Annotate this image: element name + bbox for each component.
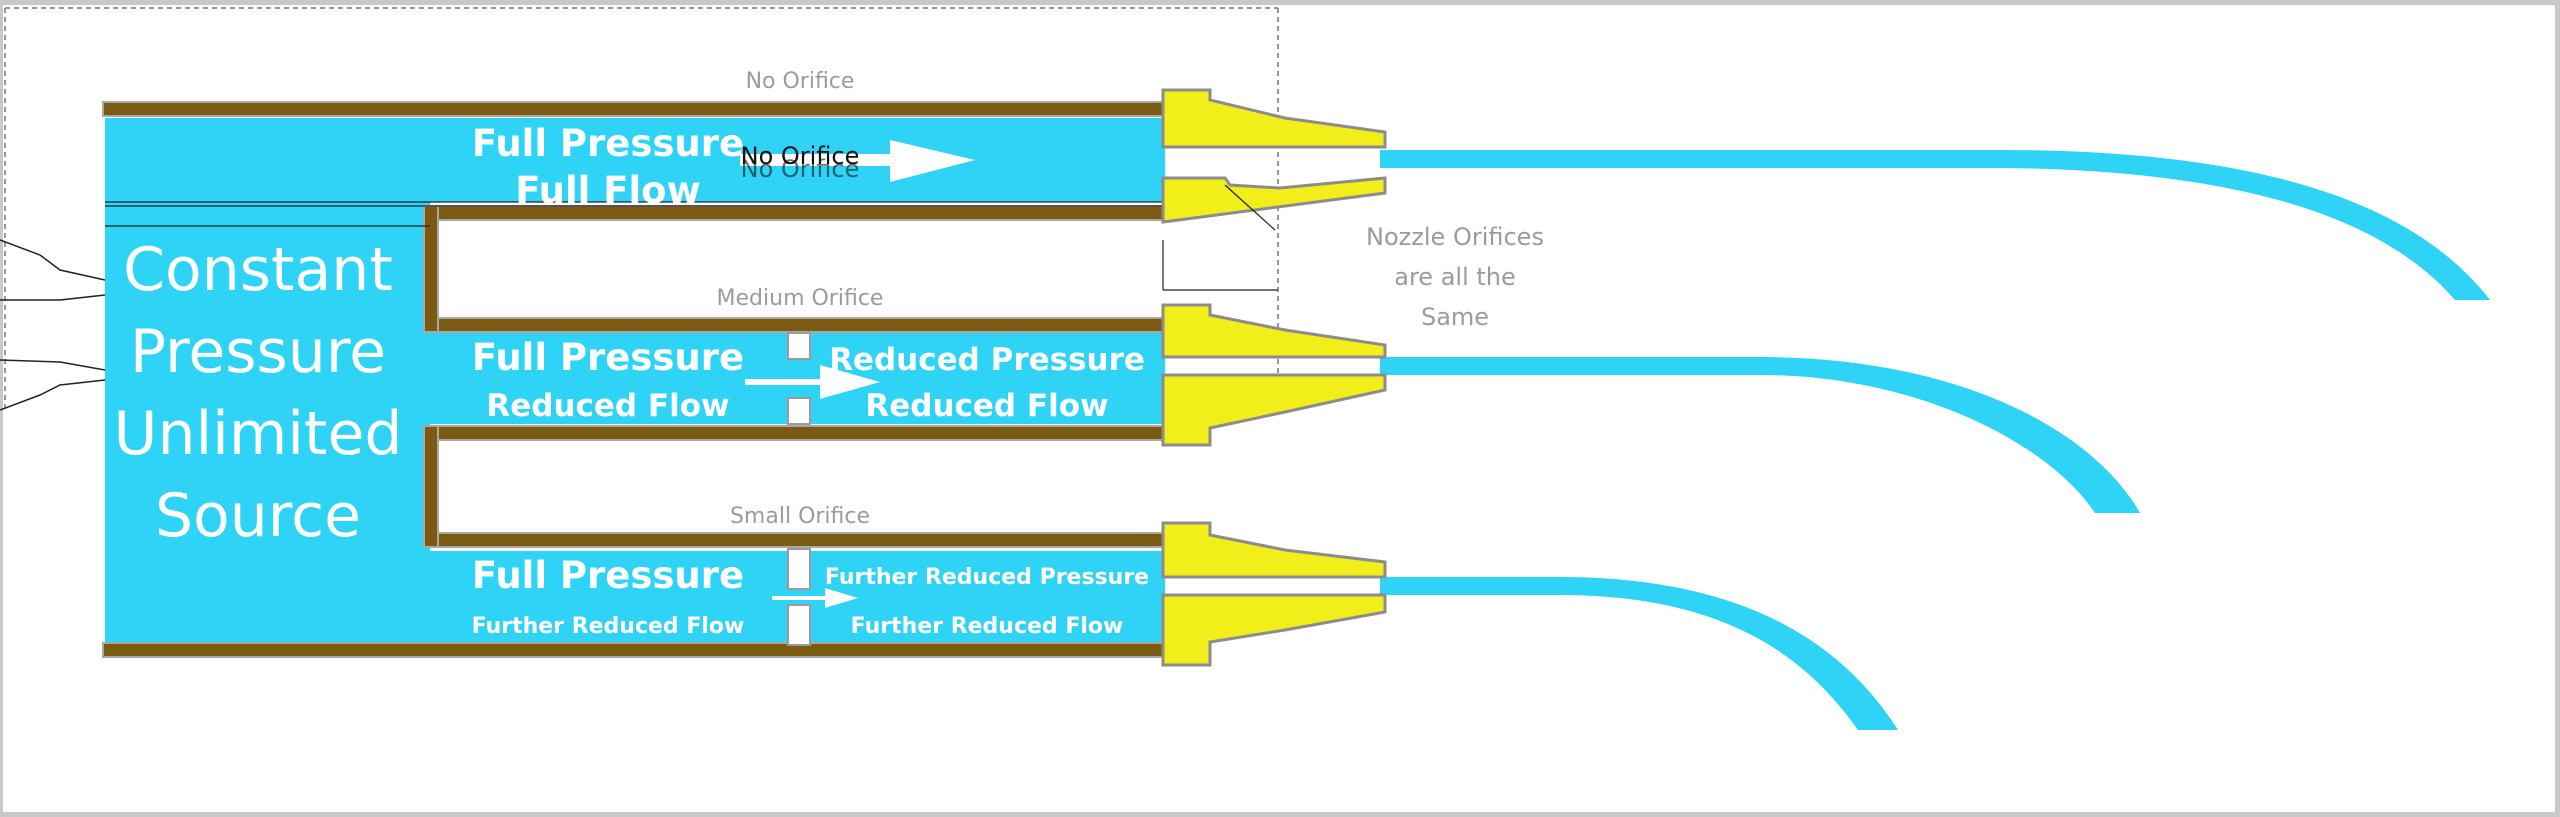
flow-arrow-bottom	[772, 588, 858, 608]
bottom-right-label-2: Further Reduced Flow	[851, 614, 1124, 639]
mid-pipe-upper-wall	[424, 317, 1166, 333]
pipe-walls	[102, 101, 1166, 658]
source-line-1: Constant	[123, 235, 393, 305]
medium-orifice-plate-upper	[787, 332, 811, 360]
mid-pipe-lower-wall	[424, 425, 1166, 441]
bottom-left-label-1: Full Pressure	[472, 554, 744, 597]
middle-orifice-label: Medium Orifice	[717, 286, 884, 311]
stream-bottom	[1380, 577, 1898, 730]
orifice-plates	[787, 332, 811, 646]
top-orifice-label: No Orifice	[746, 69, 855, 94]
nozzle-callout-lines	[1162, 184, 1278, 291]
nozzle-bot-lower	[1161, 593, 1387, 667]
nozzle-top-upper	[1161, 88, 1387, 149]
middle-right-label-2: Reduced Flow	[865, 388, 1108, 424]
source-line-2: Pressure	[130, 317, 386, 387]
top-left-label-2: Full Flow	[515, 169, 701, 212]
top-overlay-label-1: No Orifice	[741, 142, 860, 170]
flow-arrow-middle	[745, 365, 880, 399]
bot-pipe-lower-wall	[102, 642, 1166, 658]
bot-pipe-upper-wall	[424, 532, 1166, 548]
vertical-wall-lower	[423, 425, 439, 548]
pipe-outline-lines	[105, 201, 1165, 227]
bottom-right-label-1: Further Reduced Pressure	[825, 565, 1149, 590]
nozzle-bot-upper	[1161, 521, 1387, 579]
small-orifice-plate-upper	[787, 548, 811, 590]
bottom-pipe-labels: Small Orifice Full Pressure Further Redu…	[472, 504, 1149, 639]
middle-right-label-1: Reduced Pressure	[829, 342, 1145, 378]
flow-arrows	[740, 140, 975, 608]
stream-top	[1380, 150, 2490, 300]
nozzle-mid-upper	[1161, 303, 1387, 359]
water-streams	[1380, 150, 2490, 730]
bottom-orifice-label: Small Orifice	[730, 504, 870, 529]
source-line-4: Source	[155, 481, 361, 551]
source-label: Constant Pressure Unlimited Source	[114, 235, 403, 551]
middle-pipe-labels: Medium Orifice Full Pressure Reduced Flo…	[472, 286, 1145, 424]
top-pipe-labels: No Orifice Full Pressure Full Flow No Or…	[472, 69, 860, 212]
vertical-wall-upper	[423, 205, 439, 333]
top-pipe-upper-wall	[102, 101, 1166, 117]
stream-middle	[1380, 357, 2140, 513]
nozzle-top-lower	[1161, 176, 1387, 224]
top-overlay-label-2: No Orifice	[741, 155, 860, 183]
middle-left-label-2: Reduced Flow	[486, 388, 729, 424]
small-orifice-plate-lower	[787, 604, 811, 646]
bottom-left-label-2: Further Reduced Flow	[472, 614, 745, 639]
nozzle-note: Nozzle Orifices are all the Same	[1366, 223, 1544, 331]
nozzle-mid-lower	[1161, 373, 1387, 447]
middle-left-label-1: Full Pressure	[472, 336, 744, 379]
nozzles	[1161, 88, 1387, 667]
source-line-3: Unlimited	[114, 399, 403, 469]
left-edge-marks	[0, 239, 106, 411]
medium-orifice-plate-lower	[787, 397, 811, 425]
nozzle-note-line-3: Same	[1421, 303, 1489, 331]
nozzle-note-line-2: are all the	[1394, 263, 1516, 291]
top-left-label-1: Full Pressure	[472, 122, 744, 165]
flow-arrow-top	[740, 140, 975, 182]
nozzle-note-line-1: Nozzle Orifices	[1366, 223, 1544, 251]
